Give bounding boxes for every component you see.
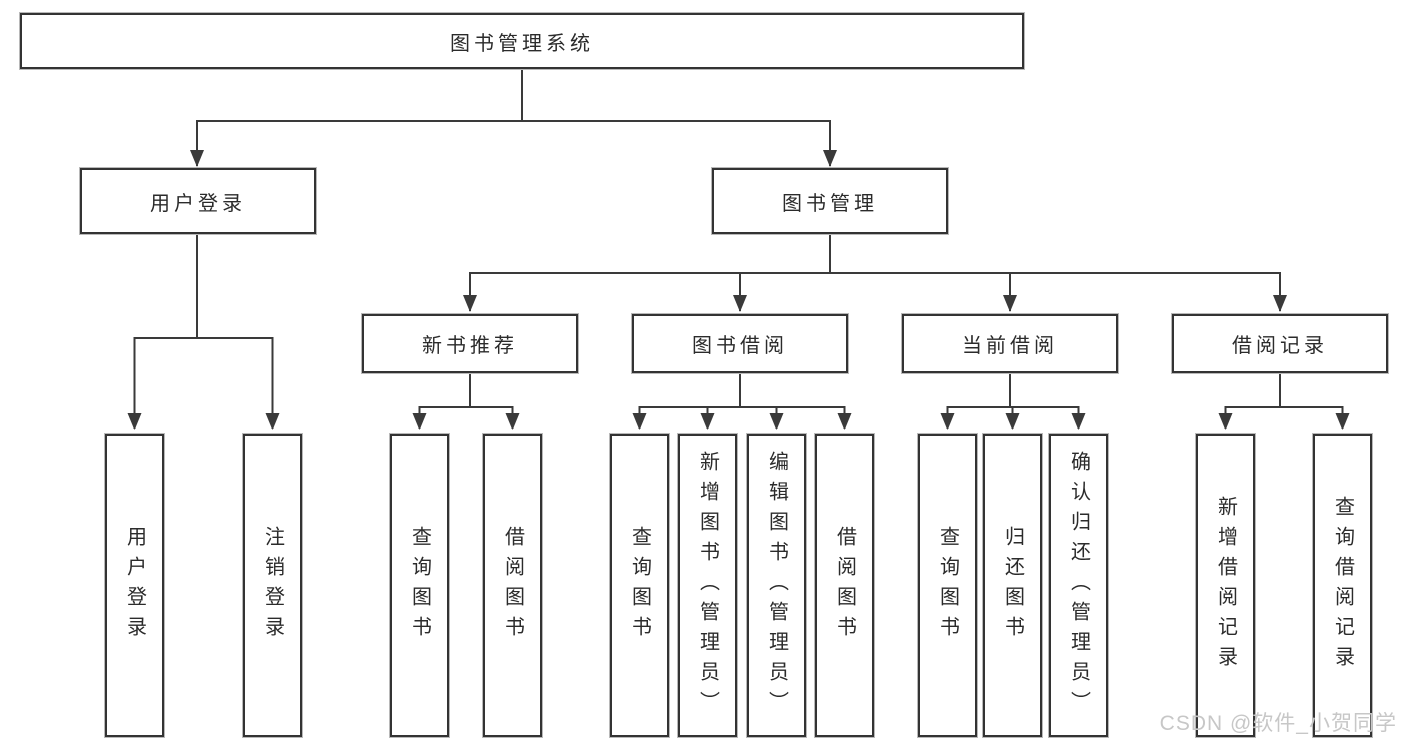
leaf-label: 注销登录 [261, 525, 284, 646]
leaf-label: 归还图书 [1001, 525, 1024, 646]
node-library-system: 图书管理系统 [20, 13, 1024, 69]
leaf-user-login: 用户登录 [105, 434, 164, 737]
node-user-login: 用户登录 [80, 168, 316, 234]
node-book-borrow: 图书借阅 [632, 314, 848, 373]
node-new-book-recommend: 新书推荐 [362, 314, 578, 373]
leaf-label: 用户登录 [123, 525, 146, 646]
node-book-management: 图书管理 [712, 168, 948, 234]
leaf-label: 新增图书（管理员） [696, 450, 719, 721]
leaf-return-book: 归还图书 [983, 434, 1042, 737]
leaf-add-book-admin: 新增图书（管理员） [678, 434, 737, 737]
leaf-label: 确认归还（管理员） [1067, 450, 1090, 721]
leaf-borrow-books: 借阅图书 [815, 434, 874, 737]
leaf-label: 查询借阅记录 [1331, 495, 1354, 676]
leaf-label: 查询图书 [936, 525, 959, 646]
node-current-borrow: 当前借阅 [902, 314, 1118, 373]
leaf-label: 新增借阅记录 [1214, 495, 1237, 676]
leaf-logout: 注销登录 [243, 434, 302, 737]
leaf-label: 查询图书 [628, 525, 651, 646]
leaf-query-books-recommend: 查询图书 [390, 434, 449, 737]
leaf-query-books-borrow: 查询图书 [610, 434, 669, 737]
leaf-query-books-current: 查询图书 [918, 434, 977, 737]
leaf-label: 借阅图书 [833, 525, 856, 646]
leaf-add-borrow-record: 新增借阅记录 [1196, 434, 1255, 737]
leaf-confirm-return-admin: 确认归还（管理员） [1049, 434, 1108, 737]
leaf-borrow-books-recommend: 借阅图书 [483, 434, 542, 737]
csdn-watermark: CSDN @软件_小贺同学 [1159, 712, 1397, 735]
leaf-edit-book-admin: 编辑图书（管理员） [747, 434, 806, 737]
leaf-label: 编辑图书（管理员） [765, 450, 788, 721]
leaf-query-borrow-record: 查询借阅记录 [1313, 434, 1372, 737]
leaf-label: 借阅图书 [501, 525, 524, 646]
leaf-label: 查询图书 [408, 525, 431, 646]
node-borrow-records: 借阅记录 [1172, 314, 1388, 373]
